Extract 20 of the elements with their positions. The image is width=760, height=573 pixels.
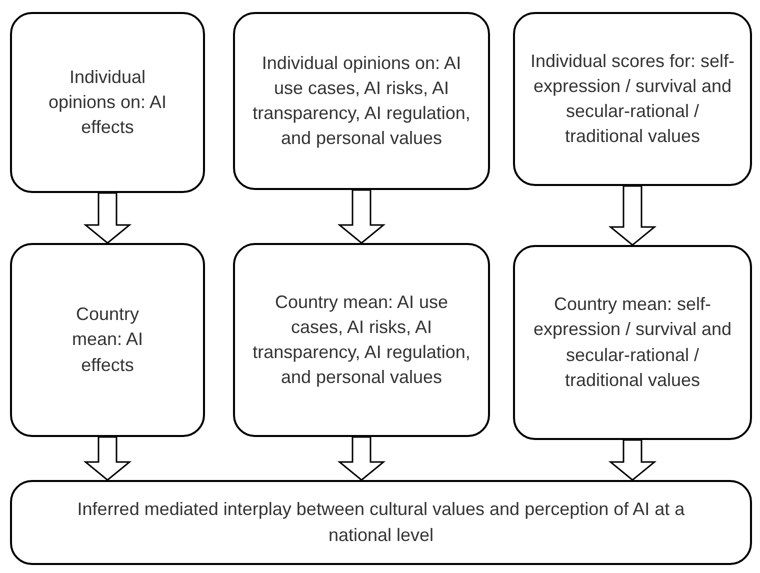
process-box	[233, 243, 490, 437]
box-text: Country mean: AI use cases, AI risks, AI transparency, AI regulation, and personal values	[252, 290, 472, 390]
box-text: Individual scores for: self-expression / survival and secular-rational / traditional values	[529, 50, 736, 148]
process-box	[10, 243, 205, 437]
box-text: Individual opinions on: AI effects	[47, 66, 168, 140]
process-box	[10, 480, 752, 565]
box-text: Individual opinions on: AI use cases, AI risks, AI transparency, AI regulation, and personal values	[252, 52, 472, 150]
block-arrow	[83, 192, 132, 244]
box-text: Inferred mediated interplay between cultural values and perception of AI at a national level	[76, 498, 686, 546]
box-text: Country mean: self-expression / survival and secular-rational / traditional values	[532, 293, 733, 392]
process-box	[233, 12, 490, 190]
process-box	[513, 245, 752, 440]
block-arrow	[337, 436, 386, 481]
block-arrow	[83, 436, 132, 481]
block-arrow	[608, 185, 657, 246]
process-box	[10, 12, 205, 193]
process-box	[513, 12, 752, 186]
block-arrow	[608, 439, 657, 481]
box-text: Country mean: AI effects	[70, 303, 144, 377]
block-arrow	[337, 189, 386, 244]
